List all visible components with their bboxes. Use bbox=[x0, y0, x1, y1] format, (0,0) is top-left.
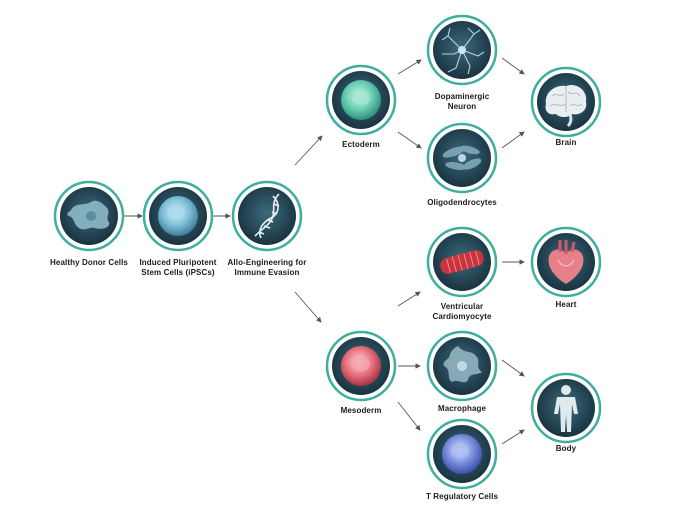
oligodendrocyte-icon bbox=[442, 145, 482, 170]
node-healthy-donor bbox=[53, 180, 125, 252]
arrow-oligodendrocytes-to-brain bbox=[501, 131, 525, 149]
brain-icon bbox=[545, 84, 587, 128]
node-macrophage bbox=[426, 330, 498, 402]
arrow-allo-to-mesoderm bbox=[294, 291, 322, 323]
label-treg: T Regulatory Cells bbox=[425, 492, 499, 501]
node-mesoderm bbox=[325, 330, 397, 402]
label-heart: Heart bbox=[555, 300, 577, 309]
dna-helix-icon bbox=[254, 193, 280, 239]
label-brain: Brain bbox=[555, 138, 577, 147]
label-body: Body bbox=[555, 444, 577, 453]
label-mesoderm: Mesoderm bbox=[340, 406, 382, 415]
label-dopaminergic: Dopaminergic Neuron bbox=[434, 92, 490, 111]
node-ectoderm bbox=[325, 64, 397, 136]
arrow-macrophage-to-body bbox=[501, 359, 525, 377]
node-ipsc bbox=[142, 180, 214, 252]
label-ipsc: Induced Pluripotent Stem Cells (iPSCs) bbox=[139, 258, 217, 277]
node-treg bbox=[426, 418, 498, 490]
node-dopaminergic bbox=[426, 14, 498, 86]
node-body bbox=[530, 372, 602, 444]
label-ectoderm: Ectoderm bbox=[342, 140, 380, 149]
label-healthy-donor: Healthy Donor Cells bbox=[50, 258, 128, 267]
heart-icon bbox=[548, 240, 584, 284]
node-allo bbox=[231, 180, 303, 252]
node-oligodendrocytes bbox=[426, 122, 498, 194]
node-brain bbox=[530, 66, 602, 138]
arrow-allo-to-ectoderm bbox=[294, 135, 323, 166]
label-allo: Allo-Engineering for Immune Evasion bbox=[227, 258, 307, 277]
arrow-treg-to-body bbox=[501, 429, 525, 445]
arrow-ectoderm-to-oligodendrocytes bbox=[397, 131, 422, 149]
label-oligodendrocytes: Oligodendrocytes bbox=[427, 198, 497, 207]
label-cardiomyocyte: Ventricular Cardiomyocyte bbox=[432, 302, 492, 321]
node-cardiomyocyte bbox=[426, 226, 498, 298]
arrow-ectoderm-to-dopaminergic bbox=[397, 59, 422, 75]
arrow-dopaminergic-to-brain bbox=[501, 57, 525, 75]
arrow-mesoderm-to-cardiomyocyte bbox=[397, 291, 421, 307]
arrow-mesoderm-to-treg bbox=[397, 401, 421, 431]
arrows bbox=[124, 57, 525, 445]
label-macrophage: Macrophage bbox=[437, 404, 487, 413]
cardiomyocyte-icon bbox=[440, 250, 484, 274]
human-body-icon bbox=[554, 385, 578, 432]
node-heart bbox=[530, 226, 602, 298]
